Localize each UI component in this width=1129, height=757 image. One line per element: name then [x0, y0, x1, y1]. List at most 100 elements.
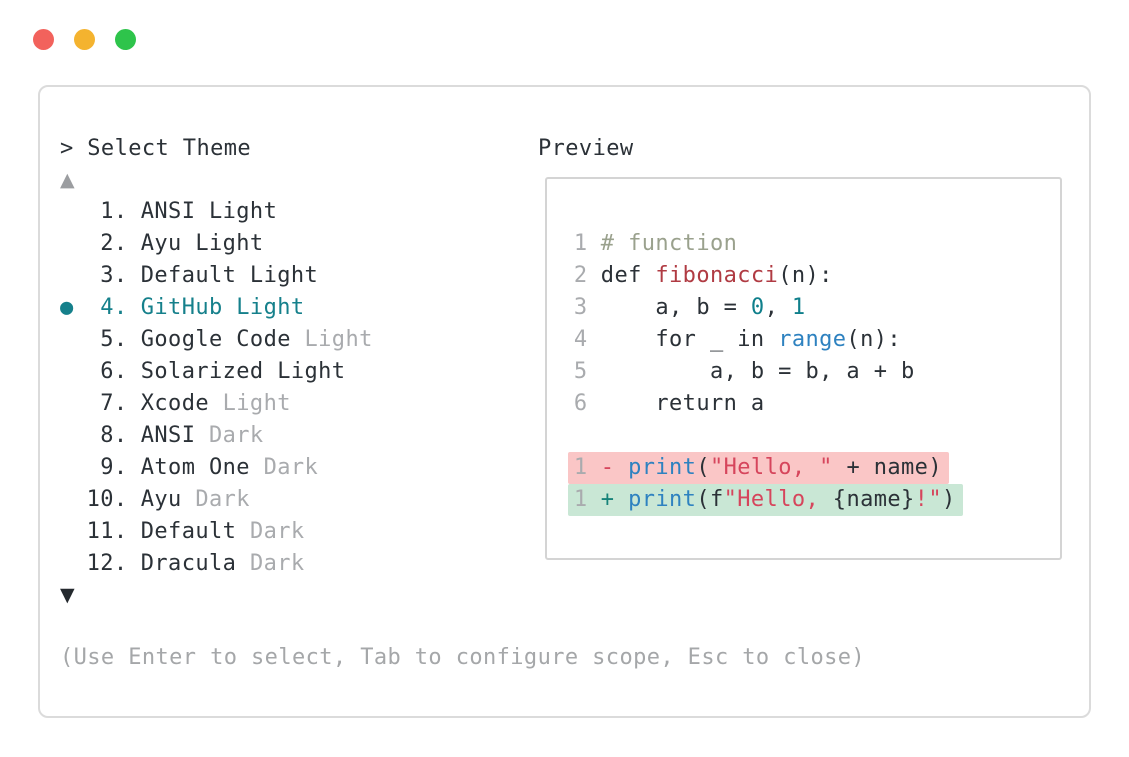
help-text: (Use Enter to select, Tab to configure s…	[60, 645, 866, 670]
token-string: !"	[914, 487, 942, 512]
indicator-spacer	[60, 388, 86, 420]
token-plain: )	[941, 487, 956, 512]
scroll-down-indicator[interactable]: ▼	[60, 584, 76, 606]
theme-item-number: 3.	[100, 263, 128, 288]
token-minus: -	[600, 455, 629, 480]
theme-list-item[interactable]: ● 4. GitHub Light	[60, 292, 373, 324]
token-plain: (n):	[846, 327, 902, 352]
code-line-content: 5 a, b = b, a + b	[568, 356, 922, 388]
code-line: 5 a, b = b, a + b	[573, 356, 963, 388]
zoom-button[interactable]	[115, 29, 136, 50]
theme-item-label: Default Light	[140, 263, 319, 288]
theme-item-label: Dracula	[140, 551, 250, 576]
indicator-spacer	[60, 420, 86, 452]
window-controls	[33, 29, 136, 50]
theme-list-item[interactable]: 9.Atom One Dark	[60, 452, 373, 484]
indicator-spacer	[60, 196, 86, 228]
token-plain: (n):	[778, 263, 833, 288]
theme-item-variant: Light	[304, 327, 373, 352]
token-plain: (	[696, 455, 710, 480]
theme-list-item[interactable]: 2. Ayu Light	[60, 228, 373, 260]
theme-item-label: Xcode	[140, 391, 223, 416]
theme-item-number: 10.	[86, 487, 128, 512]
theme-item-variant: Dark	[249, 519, 305, 544]
select-theme-prompt: > Select Theme	[60, 136, 252, 161]
theme-list-item[interactable]: 8. ANSI Dark	[60, 420, 373, 452]
code-line-content	[568, 420, 608, 452]
close-button[interactable]	[33, 29, 54, 50]
line-number: 1	[573, 231, 588, 256]
code-line-content: 1 # function	[568, 228, 744, 260]
theme-item-label: Default	[140, 519, 250, 544]
token-plain: ,	[764, 295, 792, 320]
theme-item-number: 8.	[100, 423, 128, 448]
line-number: 3	[573, 295, 588, 320]
theme-item-variant: Dark	[209, 423, 264, 448]
token-plus: +	[600, 487, 629, 512]
theme-item-number: 4.	[100, 295, 128, 320]
indicator-spacer	[60, 516, 86, 548]
theme-item-label: ANSI	[140, 423, 209, 448]
theme-item-variant: Dark	[263, 455, 319, 480]
indicator-spacer	[60, 228, 86, 260]
theme-item-number: 11.	[86, 519, 128, 544]
theme-list-item[interactable]: 1.ANSI Light	[60, 196, 373, 228]
token-plain: a, b =	[600, 295, 751, 320]
code-line: 6 return a	[573, 388, 963, 420]
theme-list-item[interactable]: 5. Google Code Light	[60, 324, 373, 356]
indicator-spacer	[60, 324, 86, 356]
theme-item-label: GitHub Light	[140, 295, 305, 320]
theme-item-number: 5.	[100, 327, 128, 352]
token-plain: (f	[696, 487, 724, 512]
theme-item-number: 1.	[100, 199, 128, 224]
theme-item-variant: Dark	[195, 487, 250, 512]
indicator-spacer	[60, 260, 86, 292]
theme-list-item[interactable]: 3. Default Light	[60, 260, 373, 292]
code-line: 4 for _ in range(n):	[573, 324, 963, 356]
token-func: fibonacci	[655, 263, 779, 288]
line-number: 4	[573, 327, 588, 352]
theme-list-item[interactable]: 12.Dracula Dark	[60, 548, 373, 580]
theme-list-item[interactable]: 10. Ayu Dark	[60, 484, 373, 516]
token-plain: + name)	[832, 455, 942, 480]
theme-item-label: Ayu	[140, 487, 196, 512]
line-number: 1	[573, 487, 588, 512]
minimize-button[interactable]	[74, 29, 95, 50]
token-call: print	[628, 487, 697, 512]
theme-list-item[interactable]: 7.Xcode Light	[60, 388, 373, 420]
scroll-up-indicator[interactable]: ▲	[60, 169, 76, 191]
theme-item-label: Ayu Light	[140, 231, 264, 256]
theme-list-item[interactable]: 11. Default Dark	[60, 516, 373, 548]
line-number: 2	[573, 263, 588, 288]
token-plain: return a	[600, 391, 765, 416]
theme-item-number: 7.	[100, 391, 128, 416]
code-line: 3 a, b = 0, 1	[573, 292, 963, 324]
theme-item-label: Google Code	[140, 327, 305, 352]
token-comment: # function	[600, 231, 738, 256]
code-line-content: 1- print("Hello, " + name)	[568, 452, 949, 484]
indicator-spacer	[60, 356, 86, 388]
token-number: 0	[750, 295, 765, 320]
selected-indicator-dot: ●	[60, 295, 74, 320]
diff-line-added: 1+ print(f"Hello, {name}!")	[568, 484, 963, 516]
token-string: "Hello, "	[709, 455, 833, 480]
code-line-content: 6 return a	[568, 388, 772, 420]
token-plain: {name}	[832, 487, 915, 512]
theme-item-number: 2.	[100, 231, 128, 256]
indicator-spacer	[60, 548, 86, 580]
token-call: range	[778, 327, 847, 352]
diff-line-removed: 1- print("Hello, " + name)	[568, 452, 963, 484]
theme-item-label: Solarized Light	[140, 359, 346, 384]
theme-item-label: Atom One	[140, 455, 264, 480]
theme-item-number: 6.	[100, 359, 128, 384]
code-line-content: 4 for _ in range(n):	[568, 324, 908, 356]
theme-item-variant: Dark	[249, 551, 305, 576]
theme-list-item[interactable]: 6. Solarized Light	[60, 356, 373, 388]
line-number: 5	[573, 359, 588, 384]
